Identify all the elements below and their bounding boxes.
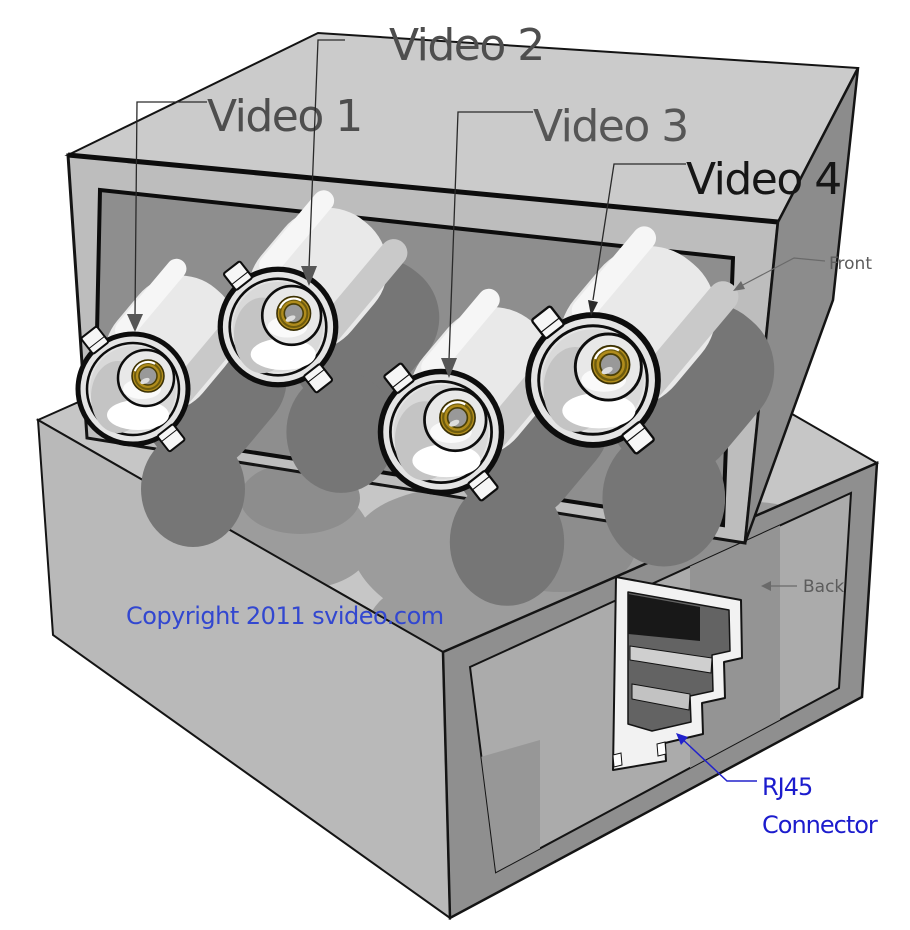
rj45-label-line1: RJ45 xyxy=(762,773,812,801)
back-label: Back xyxy=(803,577,844,597)
video2-arrow-icon xyxy=(301,266,317,286)
rj45-label-line2: Connector xyxy=(762,811,878,839)
video3-arrow-icon xyxy=(441,358,457,378)
video1-label: Video 1 xyxy=(207,91,362,142)
annotations: Video 1 Video 2 Video 3 Video 4 Front Ba… xyxy=(126,20,879,839)
copyright-text: Copyright 2011 svideo.com xyxy=(126,602,444,630)
video4-label: Video 4 xyxy=(686,154,841,205)
rj45-arrow-icon xyxy=(676,733,688,745)
top-box-side-face xyxy=(743,67,860,544)
back-arrow-icon xyxy=(761,581,771,591)
video3-label: Video 3 xyxy=(533,101,688,152)
front-leader-line xyxy=(738,257,826,288)
video4-arrow-icon xyxy=(588,300,598,316)
video1-arrow-icon xyxy=(127,314,143,332)
front-arrow-icon xyxy=(733,281,745,291)
video4-leader-line xyxy=(592,163,686,301)
top-box xyxy=(64,31,860,606)
video2-leader-line xyxy=(308,39,345,269)
rj45-leader-line xyxy=(678,735,757,782)
rj45-jack xyxy=(612,576,743,771)
front-label: Front xyxy=(829,254,872,274)
video3-leader-line xyxy=(448,111,533,361)
video2-label: Video 2 xyxy=(389,20,544,71)
video1-leader-line xyxy=(134,101,207,317)
